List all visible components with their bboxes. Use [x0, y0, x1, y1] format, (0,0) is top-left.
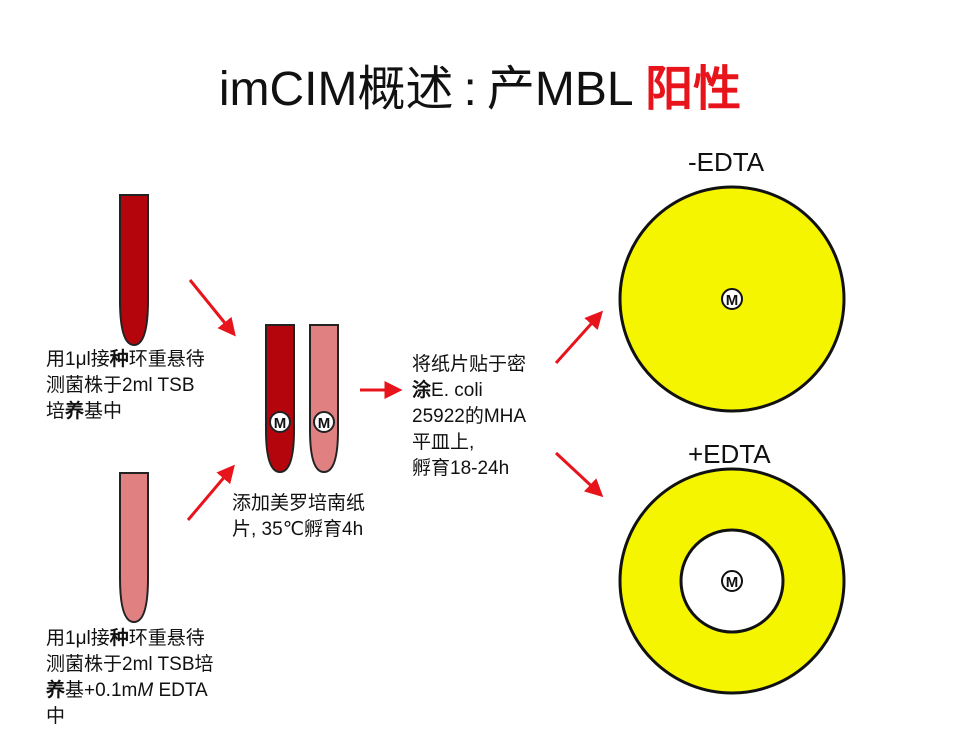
step3-label: 将纸片贴于密 涂E. coli 25922的MHA 平皿上, 孵育18-24h — [412, 352, 562, 482]
disk-letter-2: M — [318, 415, 331, 432]
step3-label-line3: 25922的MHA — [412, 406, 527, 427]
title-highlight: 阳性 — [645, 63, 742, 116]
meropenem-disk-1: M — [269, 411, 291, 433]
title-mid: 产MBL — [486, 63, 632, 116]
tube-no-edta — [119, 194, 149, 347]
tube2-label-text-8: EDTA — [153, 680, 208, 701]
incubation-tube-no-edta — [265, 324, 295, 474]
tube2-label-text-6: 基+0.1m — [65, 680, 138, 701]
tube1-label-text-7: 基中 — [84, 401, 123, 422]
tube2-label-text-4: 测菌株于2ml TSB培 — [46, 654, 214, 675]
tube1-label-text-4: 测菌株于2ml TSB — [46, 375, 195, 396]
step2-label: 添加美罗培南纸 片, 35℃孵育4h — [232, 491, 402, 543]
step3-label-line5: 孵育18-24h — [412, 458, 510, 479]
step3-label-line4: 平皿上, — [412, 432, 475, 453]
tube1-label-text-3: 环重悬待 — [128, 349, 205, 370]
disk-letter-1: M — [274, 415, 287, 432]
tube2-label-text-1: 用1μl接 — [46, 628, 110, 649]
disk-letter-3: M — [726, 292, 739, 309]
step2-label-line1: 添加美罗培南纸 — [232, 493, 366, 514]
tube1-label: 用1μl接种环重悬待 测菌株于2ml TSB 培养基中 — [46, 347, 236, 425]
title-main: imCIM概述 — [218, 63, 454, 116]
tube2-label-text-7: M — [137, 680, 154, 701]
tube2-label: 用1μl接种环重悬待 测菌株于2ml TSB培 养基+0.1mM EDTA 中 — [46, 626, 246, 730]
tube-with-edta — [119, 472, 149, 624]
arrow-tube1-to-incubation — [188, 279, 236, 337]
arrow-to-plate-minus-edta — [554, 310, 604, 365]
plate-minus-edta: M — [618, 185, 846, 413]
tube1-label-text-6: 养 — [65, 401, 85, 422]
arrow-to-plate-plus-edta — [554, 451, 604, 498]
arrow-tube2-to-incubation — [186, 464, 235, 521]
plate-plus-edta-label: +EDTA — [688, 439, 771, 469]
tube1-label-text-5: 培 — [46, 401, 66, 422]
tube2-label-text-9: 中 — [46, 706, 66, 727]
title-separator: : — [463, 63, 477, 116]
incubation-tube-with-edta — [309, 324, 339, 474]
tube2-label-text-3: 环重悬待 — [128, 628, 205, 649]
step3-label-line2b: E. coli — [431, 380, 483, 401]
tube1-label-text-1: 用1μl接 — [46, 349, 110, 370]
tube1-label-text-2: 种 — [109, 349, 129, 370]
plate-minus-edta-label: -EDTA — [688, 147, 765, 177]
plate-plus-edta: M — [618, 467, 846, 695]
disk-letter-4: M — [726, 574, 739, 591]
tube2-label-text-2: 种 — [109, 628, 129, 649]
tube2-label-text-5: 养 — [46, 680, 66, 701]
meropenem-disk-2: M — [313, 411, 335, 433]
step2-label-line2: 片, 35℃孵育4h — [232, 519, 364, 540]
step3-label-line1: 将纸片贴于密 — [412, 354, 527, 375]
step3-label-line2a: 涂 — [412, 380, 432, 401]
page-title: imCIM概述:产MBL 阳性 — [0, 58, 960, 122]
